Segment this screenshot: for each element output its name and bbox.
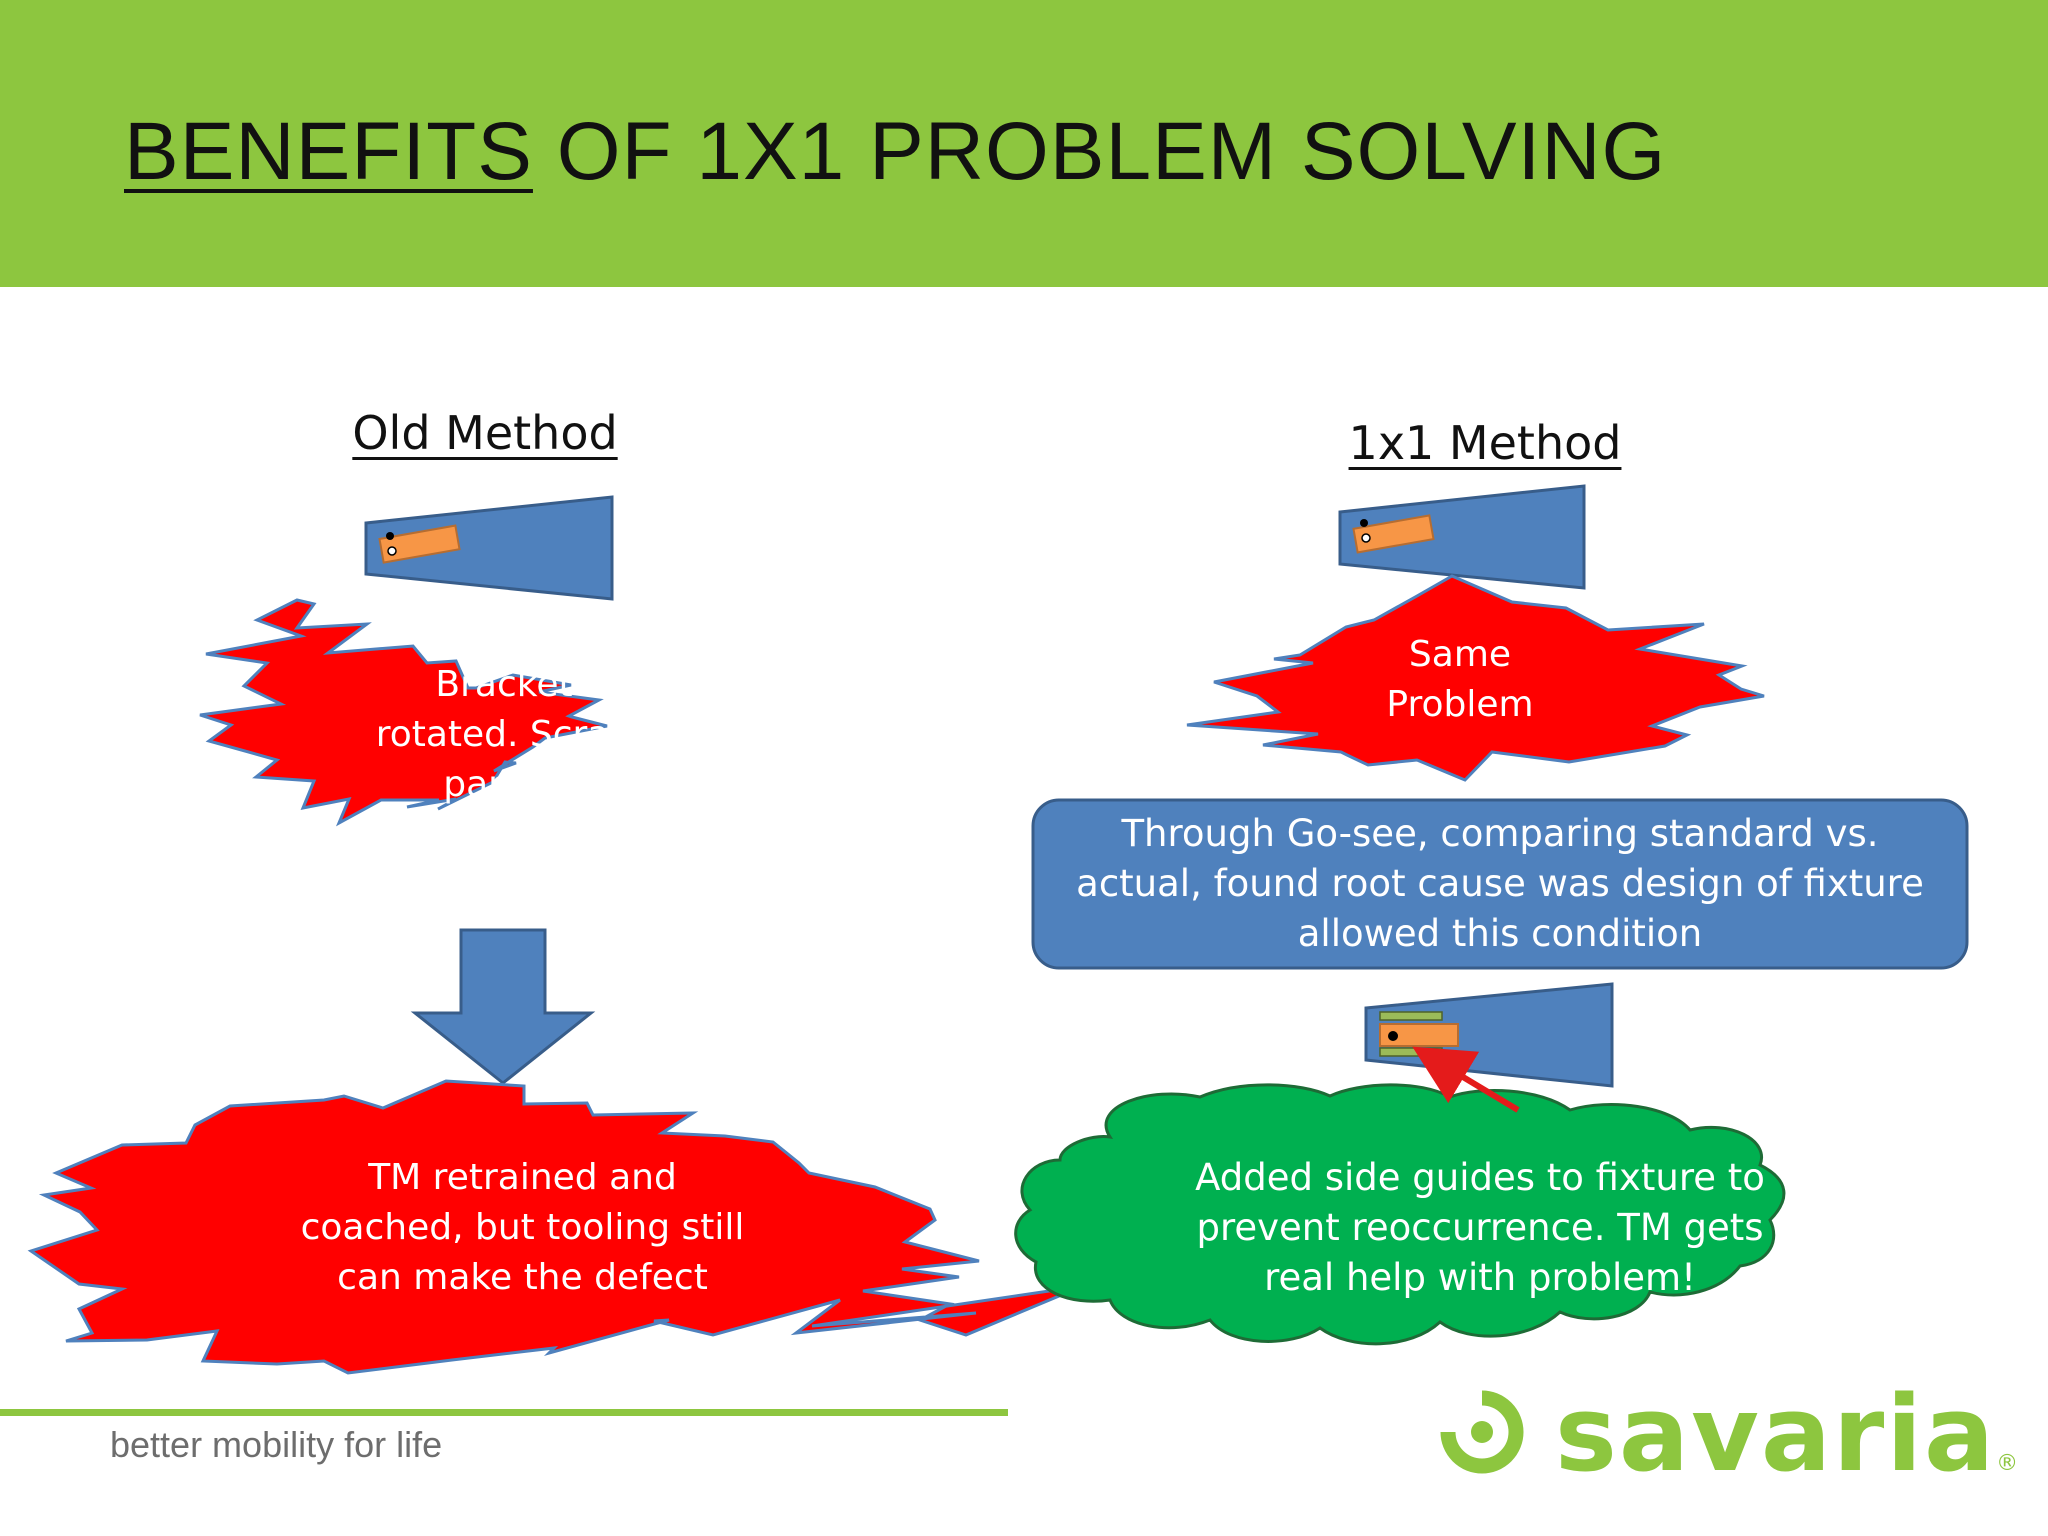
down-arrow-icon: [410, 928, 596, 1085]
brand-registered-mark: ®: [1996, 1451, 2021, 1476]
analysis-label: Through Go-see, comparing standard vs. a…: [1076, 812, 1924, 955]
old-problem-label: Bracket rotated. Scrap part at customer: [375, 664, 633, 855]
old-fixture-icon: [364, 495, 614, 601]
old-method-heading: Old Method: [352, 406, 618, 460]
tagline: better mobility for life: [110, 1424, 443, 1465]
footer-rule: [0, 1409, 1008, 1416]
solution-label: Added side guides to fixture to prevent …: [1195, 1156, 1765, 1299]
new-method-heading: 1x1 Method: [1348, 416, 1622, 470]
improved-fixture-icon: [1364, 982, 1614, 1088]
same-problem-label: Same Problem: [1386, 634, 1534, 725]
savaria-logo-icon: [1439, 1389, 1524, 1474]
analysis-box: [1031, 798, 1969, 970]
old-problem-burst: [199, 598, 608, 827]
old-outcome-burst: [27, 1079, 1084, 1375]
old-outcome-label: TM retrained and coached, but tooling st…: [300, 1157, 745, 1298]
brand-wordmark: savaria: [1555, 1373, 1997, 1495]
red-pointer-arrow-icon: [1412, 1046, 1520, 1113]
new-fixture-icon: [1338, 484, 1586, 590]
title-underlined: BENEFITS: [124, 106, 533, 197]
header-bar: [0, 0, 2048, 287]
slide-title: BENEFITS OF 1X1 PROBLEM SOLVING: [124, 104, 1666, 200]
same-problem-burst: [1186, 574, 1765, 782]
title-rest: OF 1X1 PROBLEM SOLVING: [532, 106, 1667, 197]
savaria-logo: savaria®: [1555, 1374, 2020, 1524]
